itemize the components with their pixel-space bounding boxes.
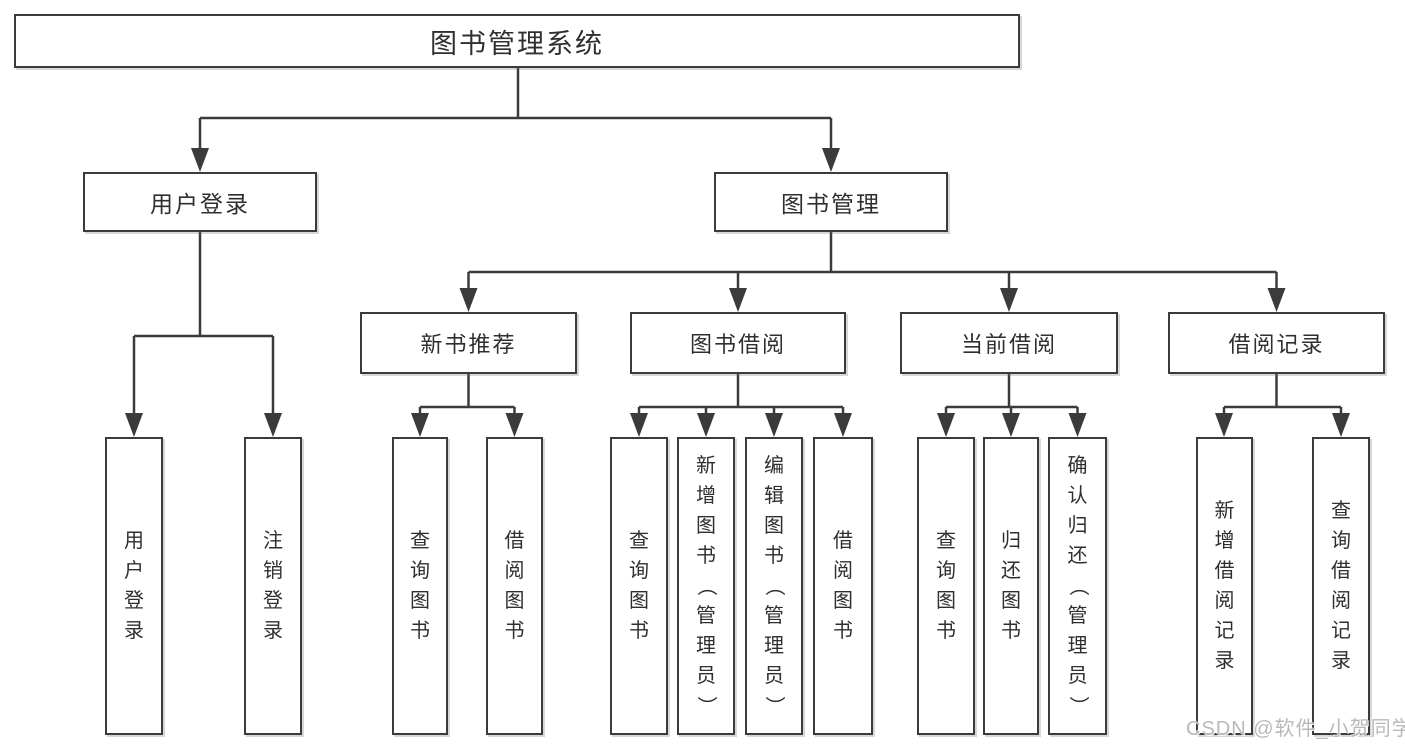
vertical-char: 注 [263,530,283,552]
vertical-char: 阅 [504,560,525,582]
leaf-query-borrow-record: 查询借阅记录 [1312,437,1370,735]
vertical-char: ） [763,696,785,716]
leaf-add-books-admin: 新增图书 （ 管理员 ） [677,437,735,735]
vertical-char: 录 [263,620,283,642]
vertical-char: 员 [764,665,784,687]
leaf-query-books-recommend: 查询图书 [392,437,448,735]
vertical-char: 书 [936,620,956,642]
vertical-char: 员 [696,665,716,687]
vertical-char: 图 [764,515,784,537]
vertical-char: 书 [410,620,430,642]
node-book-management-system: 图书管理系统 [14,14,1020,68]
vertical-char: 借 [504,530,525,552]
leaf-logout-login: 注销登录 [244,437,302,735]
vertical-char: 借 [1331,560,1351,582]
vertical-char: 图 [833,590,853,612]
vertical-char: 询 [1331,530,1351,552]
vertical-char: 阅 [833,560,853,582]
connector-lines [132,68,1343,415]
node-book-management: 图书管理 [714,172,948,232]
leaf-edit-books-admin: 编辑图书 （ 管理员 ） [745,437,803,735]
vertical-char: 借 [833,530,853,552]
leaf-query-books-borrowing: 查询图书 [610,437,668,735]
vertical-char: 新 [1214,500,1235,522]
vertical-char: 查 [629,530,649,552]
vertical-char: 归 [1001,530,1021,552]
vertical-char: 书 [833,620,853,642]
vertical-char: ） [695,696,717,716]
vertical-char: 记 [1331,620,1351,642]
vertical-char: 销 [263,560,283,582]
vertical-char: 用 [124,530,144,552]
node-book-borrowing: 图书借阅 [630,312,846,374]
vertical-char: 理 [696,635,716,657]
vertical-char: 阅 [1331,590,1351,612]
vertical-char: 辑 [764,485,784,507]
vertical-char: 查 [1331,500,1351,522]
vertical-char: 登 [263,590,283,612]
vertical-char: 阅 [1214,590,1235,612]
vertical-char: 管 [696,605,716,627]
vertical-char: 书 [764,545,784,567]
node-current-borrowing: 当前借阅 [900,312,1118,374]
vertical-char: 查 [410,530,430,552]
vertical-char: 管 [764,605,784,627]
vertical-char: 确 [1067,455,1088,477]
vertical-char: （ [1066,576,1089,596]
vertical-char: 借 [1214,560,1235,582]
vertical-char: 书 [696,545,716,567]
vertical-char: 图 [504,590,525,612]
vertical-char: 编 [764,455,784,477]
vertical-char: 理 [1067,635,1088,657]
vertical-char: （ [763,576,785,596]
vertical-char: ） [1066,696,1089,716]
vertical-char: 登 [124,590,144,612]
vertical-char: 询 [410,560,430,582]
node-new-book-recommend: 新书推荐 [360,312,577,374]
vertical-char: 录 [1214,650,1235,672]
vertical-char: 还 [1001,560,1021,582]
watermark: CSDN @软件_小贺同学 [1186,718,1405,740]
vertical-char: 图 [1001,590,1021,612]
vertical-char: 新 [696,455,716,477]
node-borrow-records: 借阅记录 [1168,312,1385,374]
vertical-char: 书 [629,620,649,642]
arrowheads [125,148,1350,437]
vertical-char: 查 [936,530,956,552]
leaf-return-books: 归还图书 [983,437,1039,735]
vertical-char: 户 [124,560,144,582]
vertical-char: 还 [1067,545,1088,567]
leaf-add-borrow-record: 新增借阅记录 [1196,437,1253,735]
vertical-char: 图 [629,590,649,612]
leaf-query-books-current: 查询图书 [917,437,975,735]
vertical-char: 录 [124,620,144,642]
vertical-char: 员 [1067,665,1088,687]
vertical-char: 书 [1001,620,1021,642]
vertical-char: 记 [1214,620,1235,642]
vertical-char: 增 [1214,530,1235,552]
leaf-borrow-books-recommend: 借阅图书 [486,437,543,735]
vertical-char: 图 [410,590,430,612]
leaf-confirm-return-admin: 确认归还 （ 管理员 ） [1048,437,1107,735]
vertical-char: 图 [936,590,956,612]
vertical-char: 询 [629,560,649,582]
node-user-login: 用户登录 [83,172,317,232]
vertical-char: 管 [1067,605,1088,627]
vertical-char: 归 [1067,515,1088,537]
leaf-user-login: 用户登录 [105,437,163,735]
vertical-char: 书 [504,620,525,642]
vertical-char: 理 [764,635,784,657]
vertical-char: （ [695,576,717,596]
vertical-char: 图 [696,515,716,537]
vertical-char: 认 [1067,485,1088,507]
vertical-char: 询 [936,560,956,582]
vertical-char: 增 [696,485,716,507]
vertical-char: 录 [1331,650,1351,672]
leaf-borrow-books-borrowing: 借阅图书 [813,437,873,735]
